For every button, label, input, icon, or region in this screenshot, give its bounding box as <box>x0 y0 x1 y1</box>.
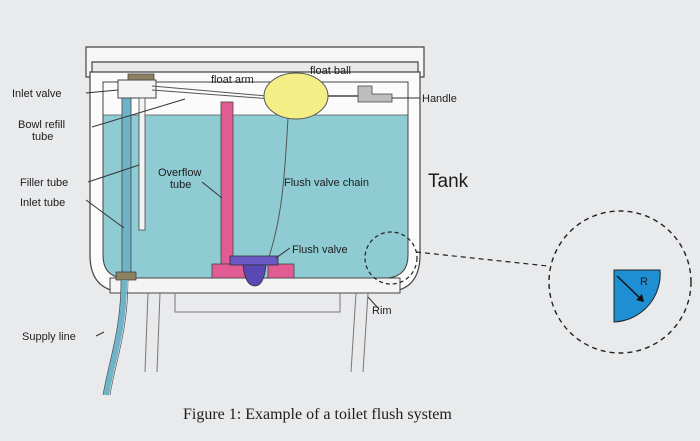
label-flush-valve: Flush valve <box>292 244 348 256</box>
detail-connector <box>415 251 549 267</box>
leader-supply-line <box>95 331 105 337</box>
rim-bracket <box>174 293 341 313</box>
label-filler-tube: Filler tube <box>20 177 68 189</box>
flush-valve-highlight <box>364 231 418 285</box>
label-inlet-tube: Inlet tube <box>20 197 65 209</box>
label-float-ball: float ball <box>310 65 351 77</box>
detail-circle <box>548 210 692 354</box>
detail-radius-arrow <box>616 275 643 301</box>
label-float-arm: float arm <box>211 74 254 86</box>
label-overflow-line1: Overflow <box>158 167 201 179</box>
label-bowl-refill-line1: Bowl refill <box>18 119 65 131</box>
label-tank: Tank <box>428 171 469 192</box>
label-bowl-refill-line2: tube <box>32 131 53 143</box>
leader-flush-valve <box>275 247 291 259</box>
inlet-valve-head <box>117 79 157 99</box>
label-overflow-line2: tube <box>170 179 191 191</box>
float-ball-shape <box>263 72 329 120</box>
label-rim: Rim <box>372 305 392 317</box>
handle-shape <box>357 85 393 103</box>
flush-valve-chain-shape <box>267 117 289 261</box>
bowl-support-left <box>144 292 161 373</box>
tank-lid <box>85 46 425 78</box>
leader-bowl-refill <box>91 98 186 128</box>
inlet-valve-cap <box>127 73 155 81</box>
tank-water <box>102 114 409 279</box>
label-supply-line: Supply line <box>22 331 76 343</box>
supply-line-shape <box>103 279 127 396</box>
filler-tube-shape <box>138 97 146 231</box>
leader-rim <box>367 296 379 309</box>
flush-valve-plate <box>229 255 279 266</box>
flush-valve-plug <box>242 264 267 287</box>
leader-inlet-valve <box>85 89 119 94</box>
overflow-base-right <box>267 263 295 279</box>
inlet-tube-shape <box>121 97 132 279</box>
leader-overflow <box>201 181 223 199</box>
overflow-tube-shape <box>220 101 234 265</box>
inlet-tube-base <box>115 271 137 281</box>
overflow-base-left <box>211 263 247 279</box>
label-inlet-valve: Inlet valve <box>12 88 62 100</box>
supply-line-outline <box>102 279 129 396</box>
detail-radius-arrowhead <box>636 294 644 302</box>
bowl-support-right <box>350 292 369 373</box>
leader-inlet-tube <box>85 199 125 229</box>
figure-caption: Figure 1: Example of a toilet flush syst… <box>183 406 452 423</box>
label-radius: R <box>640 276 648 288</box>
label-handle: Handle <box>422 93 457 105</box>
label-flush-valve-chain: Flush valve chain <box>284 177 369 189</box>
leader-filler-tube <box>87 164 140 183</box>
